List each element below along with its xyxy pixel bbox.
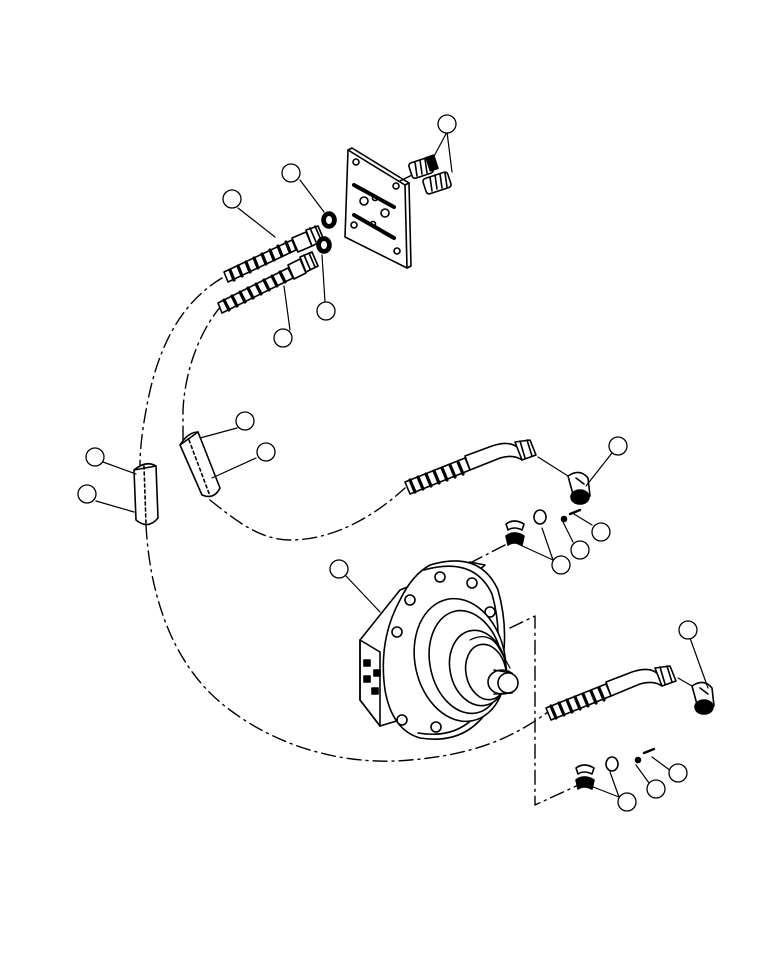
callout-balloon bbox=[646, 779, 666, 799]
callout-balloon bbox=[256, 442, 276, 462]
callout-balloon bbox=[77, 484, 97, 504]
adapter-fitting-1 bbox=[408, 154, 439, 180]
mounting-plate bbox=[344, 147, 412, 269]
clamp-group-middle bbox=[505, 508, 582, 546]
callout-balloon bbox=[316, 301, 336, 321]
protective-sleeve-right bbox=[179, 431, 221, 498]
leader-elbow-middle-link bbox=[537, 456, 569, 477]
callout-balloon bbox=[273, 328, 293, 348]
callout-balloon bbox=[85, 447, 105, 467]
clamp-group-lower bbox=[575, 747, 656, 790]
callout-balloon bbox=[329, 559, 349, 579]
elbow-fitting-middle bbox=[567, 471, 591, 505]
nut-upper bbox=[321, 211, 337, 229]
hose-lower bbox=[545, 665, 677, 721]
route-line-top-fittings bbox=[397, 174, 413, 183]
protective-sleeve-left bbox=[133, 462, 159, 526]
route-line-upper-hose-left bbox=[139, 277, 223, 466]
adapter-fitting-2 bbox=[422, 171, 452, 195]
hydraulic-motor bbox=[359, 560, 519, 740]
leader-elbow-lower-link bbox=[677, 677, 693, 687]
leader-lines bbox=[95, 131, 709, 798]
hose-upper-1 bbox=[223, 225, 325, 283]
callout-balloon bbox=[678, 620, 698, 640]
hose-upper-2 bbox=[217, 251, 319, 314]
route-line-clamp-to-motor bbox=[471, 544, 506, 563]
callout-balloon bbox=[608, 436, 628, 456]
callout-balloon bbox=[437, 114, 457, 134]
callout-balloon bbox=[222, 189, 242, 209]
callout-balloon bbox=[617, 792, 637, 812]
route-line-lower-hose-left bbox=[182, 304, 223, 441]
route-line-sleeve-to-mid-hose bbox=[209, 487, 406, 541]
callout-balloons bbox=[77, 114, 698, 812]
callout-balloon bbox=[235, 411, 255, 431]
adapter-fittings-top bbox=[408, 154, 452, 195]
nut-lower bbox=[316, 236, 332, 254]
routing-lines bbox=[139, 174, 586, 806]
callout-balloon bbox=[668, 763, 688, 783]
route-line-right-bracket bbox=[509, 615, 586, 806]
route-line-left-sleeve-to-bottom bbox=[145, 524, 549, 762]
callout-balloon bbox=[281, 163, 301, 183]
elbow-fitting-lower bbox=[691, 681, 715, 715]
hose-middle bbox=[404, 439, 537, 495]
callout-balloon bbox=[570, 540, 590, 560]
callout-balloon bbox=[551, 555, 571, 575]
callout-balloon bbox=[591, 522, 611, 542]
